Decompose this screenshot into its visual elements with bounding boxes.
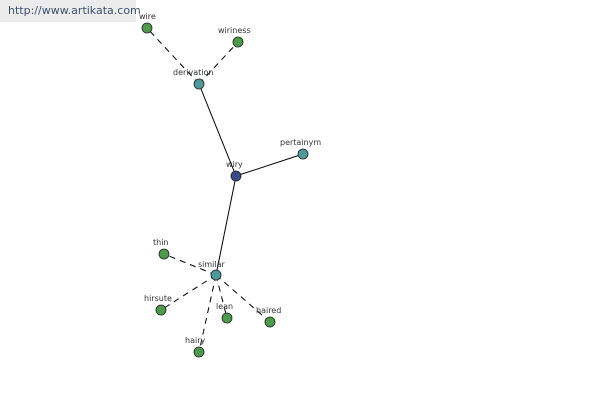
node-label-wiriness: wiriness: [218, 26, 251, 35]
node-circle-hairy[interactable]: [193, 346, 205, 358]
node-label-haired: haired: [256, 306, 281, 315]
edges-layer: [146, 27, 304, 353]
node-label-derivation: derivation: [173, 68, 213, 77]
edge-similar-lean: [215, 274, 228, 319]
node-circle-derivation[interactable]: [193, 78, 205, 90]
edge-wiry-pertainym: [235, 153, 304, 177]
node-wire[interactable]: wire: [139, 12, 156, 34]
node-label-similar: similar: [198, 260, 226, 269]
edge-similar-hirsute: [160, 274, 217, 311]
node-circle-pertainym[interactable]: [297, 148, 309, 160]
node-circle-haired[interactable]: [264, 316, 276, 328]
node-circle-wiry[interactable]: [230, 170, 242, 182]
node-circle-wire[interactable]: [141, 22, 153, 34]
node-hairy[interactable]: hairy: [185, 336, 205, 358]
node-circle-lean[interactable]: [221, 312, 233, 324]
node-wiriness[interactable]: wiriness: [218, 26, 251, 48]
node-label-thin: thin: [153, 238, 169, 247]
node-circle-hirsute[interactable]: [155, 304, 167, 316]
node-circle-similar[interactable]: [210, 269, 222, 281]
node-label-wire: wire: [139, 12, 156, 21]
node-thin[interactable]: thin: [153, 238, 170, 260]
node-derivation[interactable]: derivation: [173, 68, 213, 90]
node-label-lean: lean: [216, 302, 233, 311]
edge-similar-thin: [163, 253, 217, 276]
edge-derivation-wiriness: [198, 41, 239, 85]
node-similar[interactable]: similar: [198, 260, 226, 281]
edge-wiry-derivation: [198, 83, 237, 177]
node-haired[interactable]: haired: [256, 306, 281, 328]
node-pertainym[interactable]: pertainym: [280, 138, 321, 160]
edge-similar-hairy: [198, 274, 217, 353]
edge-derivation-wire: [146, 27, 200, 85]
node-label-pertainym: pertainym: [280, 138, 321, 147]
node-label-hirsute: hirsute: [144, 294, 172, 303]
edge-similar-haired: [215, 274, 271, 323]
node-lean[interactable]: lean: [216, 302, 233, 324]
node-hirsute[interactable]: hirsute: [144, 294, 172, 316]
node-wiry[interactable]: wiry: [226, 160, 243, 182]
node-label-hairy: hairy: [185, 336, 205, 345]
node-circle-wiriness[interactable]: [232, 36, 244, 48]
watermark-url: http://www.artikata.com: [0, 0, 141, 22]
edge-wiry-similar: [215, 175, 237, 276]
node-circle-thin[interactable]: [158, 248, 170, 260]
node-label-wiry: wiry: [226, 160, 243, 169]
nodes-layer: wiry derivation pertainym similar wire wirine…: [139, 12, 321, 358]
